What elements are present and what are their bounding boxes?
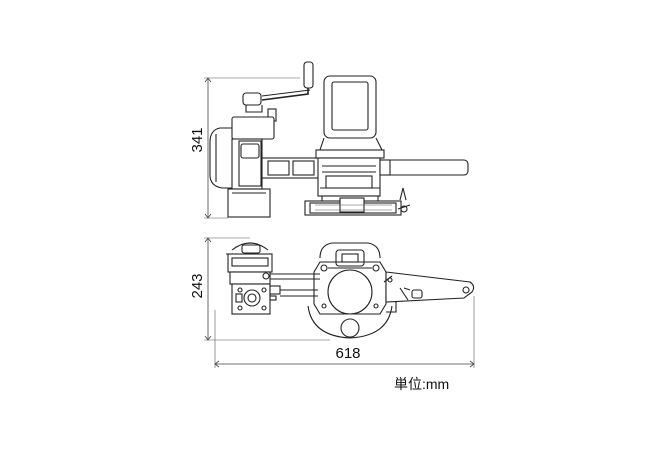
unit-label: 単位:mm — [394, 376, 449, 392]
side-view: 341 — [189, 61, 469, 219]
height-dimension-label: 341 — [189, 127, 206, 152]
depth-dimension — [204, 237, 330, 341]
main-head — [315, 75, 385, 203]
top-view: 243 618 — [189, 237, 475, 368]
wheel-housing — [226, 242, 273, 285]
circular-head — [307, 242, 397, 339]
side-handle — [379, 159, 469, 176]
top-handle — [383, 271, 475, 303]
depth-dimension-label: 243 — [189, 273, 206, 298]
lower-block — [231, 283, 281, 315]
width-dimension — [214, 296, 475, 368]
crank-handle — [242, 61, 314, 122]
height-dimension — [204, 77, 300, 219]
base-plate — [304, 187, 411, 216]
rail — [261, 157, 321, 179]
motor-column — [209, 116, 275, 218]
connecting-bars — [262, 272, 320, 297]
width-dimension-label: 618 — [335, 345, 360, 362]
